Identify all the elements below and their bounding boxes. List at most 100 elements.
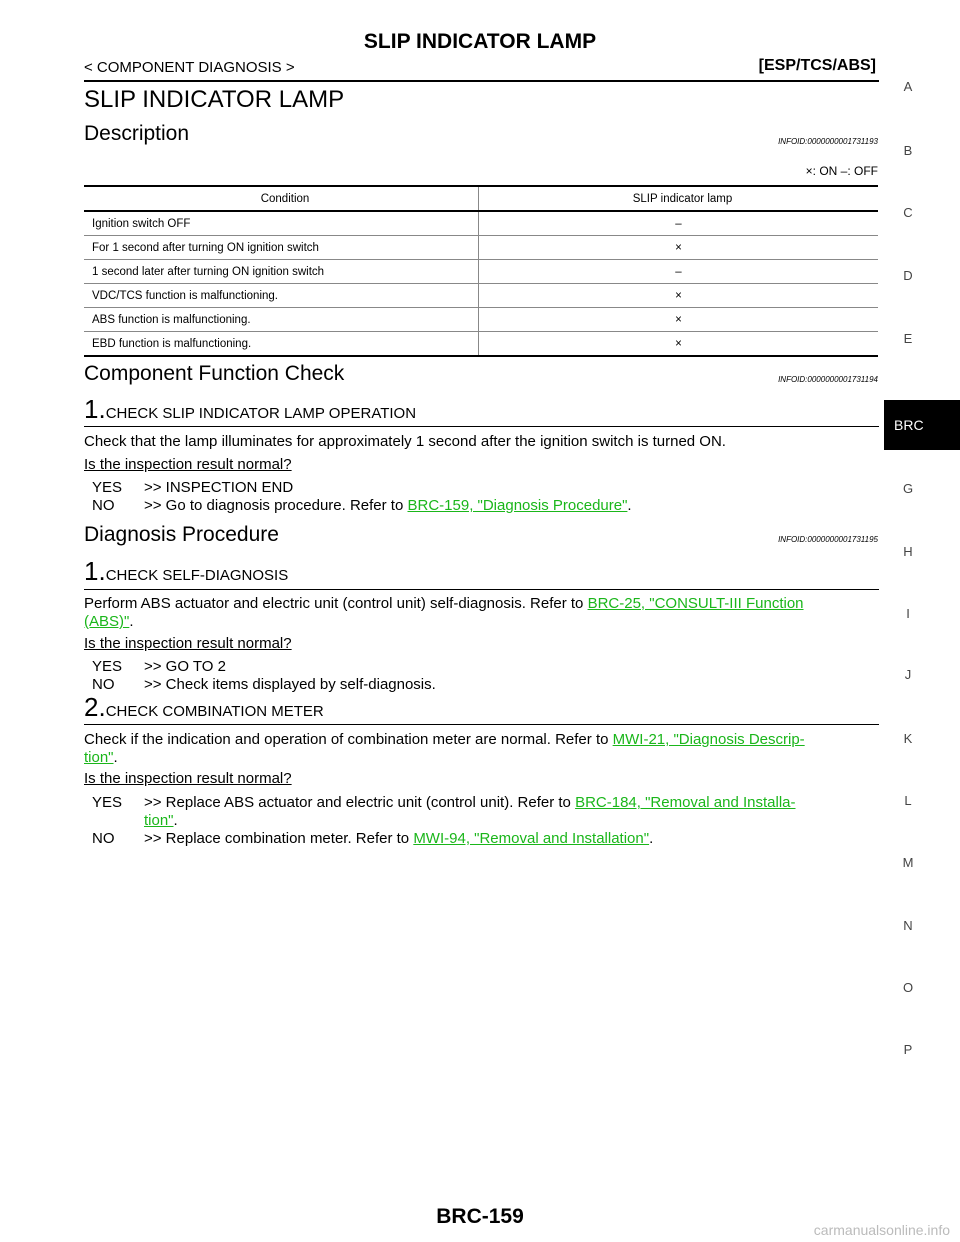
answer-text: >> Replace ABS actuator and electric uni…	[144, 794, 576, 811]
step-body: Check if the indication and operation of…	[84, 731, 805, 748]
side-tab-p[interactable]: P	[903, 1042, 913, 1057]
lamp-cell: ×	[478, 331, 878, 357]
answer-end: .	[627, 497, 632, 514]
inspection-question: Is the inspection result normal?	[84, 456, 292, 473]
answer-no: NO >> Go to diagnosis procedure. Refer to…	[92, 497, 632, 514]
header-rule	[84, 80, 879, 82]
table-row: VDC/TCS function is malfunctioning. ×	[84, 283, 878, 308]
side-tab-a[interactable]: A	[903, 79, 913, 94]
answer-yes-cont: tion".	[144, 812, 178, 829]
table-row: For 1 second after turning ON ignition s…	[84, 235, 878, 260]
answer-key: YES	[92, 794, 123, 811]
step-title: CHECK COMBINATION METER	[105, 703, 324, 720]
side-tab-m[interactable]: M	[902, 855, 914, 870]
side-tab-e[interactable]: E	[903, 331, 913, 346]
side-tab-d[interactable]: D	[903, 268, 913, 283]
component-check-heading: Component Function Check	[84, 362, 345, 385]
answer-text: >> Check items displayed by self-diagnos…	[144, 676, 436, 693]
step-title: CHECK SLIP INDICATOR LAMP OPERATION	[105, 405, 417, 422]
step-rule	[84, 589, 879, 590]
answer-text: >> Go to diagnosis procedure. Refer to	[144, 497, 408, 514]
answer-key: NO	[92, 497, 115, 514]
lamp-cell: ×	[478, 307, 878, 332]
step-body: Check that the lamp illuminates for appr…	[84, 433, 726, 450]
condition-cell: For 1 second after turning ON ignition s…	[84, 235, 479, 260]
condition-cell: 1 second later after turning ON ignition…	[84, 259, 479, 284]
table-header-row: Condition SLIP indicator lamp	[84, 185, 878, 212]
step-body: Perform ABS actuator and electric unit (…	[84, 595, 804, 612]
side-tab-c[interactable]: C	[903, 205, 913, 220]
answer-end: .	[173, 812, 178, 829]
watermark: carmanualsonline.info	[813, 1222, 950, 1238]
column-header-condition: Condition	[84, 185, 479, 212]
reference-link[interactable]: MWI-94, "Removal and Installation"	[413, 830, 650, 847]
answer-key: NO	[92, 676, 115, 693]
description-infoid: INFOID:0000000001731193	[778, 137, 878, 146]
step-number: 1.	[84, 394, 106, 424]
reference-link[interactable]: MWI-21, "Diagnosis Descrip-	[612, 731, 805, 748]
reference-link-cont[interactable]: tion"	[144, 812, 174, 829]
page-number: BRC-159	[436, 1205, 524, 1228]
body-end: .	[113, 749, 118, 766]
condition-cell: EBD function is malfunctioning.	[84, 331, 479, 357]
table-row: ABS function is malfunctioning. ×	[84, 307, 878, 332]
side-tab-brc-active[interactable]: BRC	[884, 400, 960, 450]
step-number: 2.	[84, 692, 106, 722]
body-end: .	[129, 613, 134, 630]
answer-text: >> INSPECTION END	[144, 479, 294, 496]
inspection-question: Is the inspection result normal?	[84, 635, 292, 652]
side-tab-j[interactable]: J	[904, 667, 912, 682]
step-heading: 1.CHECK SLIP INDICATOR LAMP OPERATION	[84, 394, 416, 425]
column-header-lamp: SLIP indicator lamp	[478, 185, 878, 212]
component-check-infoid: INFOID:0000000001731194	[778, 375, 878, 384]
diagnosis-infoid: INFOID:0000000001731195	[778, 535, 878, 544]
answer-text: >> GO TO 2	[144, 658, 226, 675]
answer-yes: YES >> Replace ABS actuator and electric …	[92, 794, 796, 811]
step-body-cont: tion".	[84, 749, 118, 766]
answer-key: NO	[92, 830, 115, 847]
step-heading: 1.CHECK SELF-DIAGNOSIS	[84, 556, 288, 587]
header-system: [ESP/TCS/ABS]	[758, 57, 876, 74]
side-tab-h[interactable]: H	[903, 544, 913, 559]
answer-key: YES	[92, 658, 123, 675]
reference-link[interactable]: BRC-159, "Diagnosis Procedure"	[407, 497, 628, 514]
table-row: EBD function is malfunctioning. ×	[84, 331, 878, 357]
lamp-cell: ×	[478, 283, 878, 308]
answer-yes: YES >> GO TO 2	[92, 658, 226, 675]
side-tab-i[interactable]: I	[906, 606, 910, 621]
side-tab-b[interactable]: B	[903, 143, 913, 158]
side-tab-k[interactable]: K	[903, 731, 913, 746]
table-row: 1 second later after turning ON ignition…	[84, 259, 878, 284]
answer-no: NO >> Check items displayed by self-diagn…	[92, 676, 436, 693]
side-tab-g[interactable]: G	[902, 481, 914, 496]
body-text: Check if the indication and operation of…	[84, 731, 613, 748]
inspection-question: Is the inspection result normal?	[84, 770, 292, 787]
lamp-cell: –	[478, 259, 878, 284]
table-legend: ×: ON –: OFF	[805, 164, 878, 178]
reference-link[interactable]: BRC-25, "CONSULT-III Function	[587, 595, 804, 612]
answer-yes: YES >> INSPECTION END	[92, 479, 293, 496]
lamp-cell: –	[478, 211, 878, 236]
body-text: Perform ABS actuator and electric unit (…	[84, 595, 588, 612]
side-tab-l[interactable]: L	[904, 793, 912, 808]
side-tab-n[interactable]: N	[903, 918, 913, 933]
reference-link-cont[interactable]: (ABS)"	[84, 613, 130, 630]
page-title: SLIP INDICATOR LAMP	[84, 86, 345, 113]
step-body-cont: (ABS)".	[84, 613, 134, 630]
table-row: Ignition switch OFF –	[84, 211, 878, 236]
answer-no: NO>> Replace combination meter. Refer to…	[92, 830, 653, 847]
answer-end: .	[649, 830, 654, 847]
step-heading: 2.CHECK COMBINATION METER	[84, 692, 324, 723]
answer-key: YES	[92, 479, 123, 496]
side-tab-o[interactable]: O	[902, 980, 914, 995]
description-heading: Description	[84, 122, 190, 145]
condition-cell: ABS function is malfunctioning.	[84, 307, 479, 332]
header-section: < COMPONENT DIAGNOSIS >	[84, 59, 295, 76]
lamp-cell: ×	[478, 235, 878, 260]
condition-table: Condition SLIP indicator lamp Ignition s…	[84, 185, 878, 357]
step-rule	[84, 724, 879, 725]
reference-link[interactable]: BRC-184, "Removal and Installa-	[575, 794, 796, 811]
step-number: 1.	[84, 556, 106, 586]
reference-link-cont[interactable]: tion"	[84, 749, 114, 766]
condition-cell: VDC/TCS function is malfunctioning.	[84, 283, 479, 308]
